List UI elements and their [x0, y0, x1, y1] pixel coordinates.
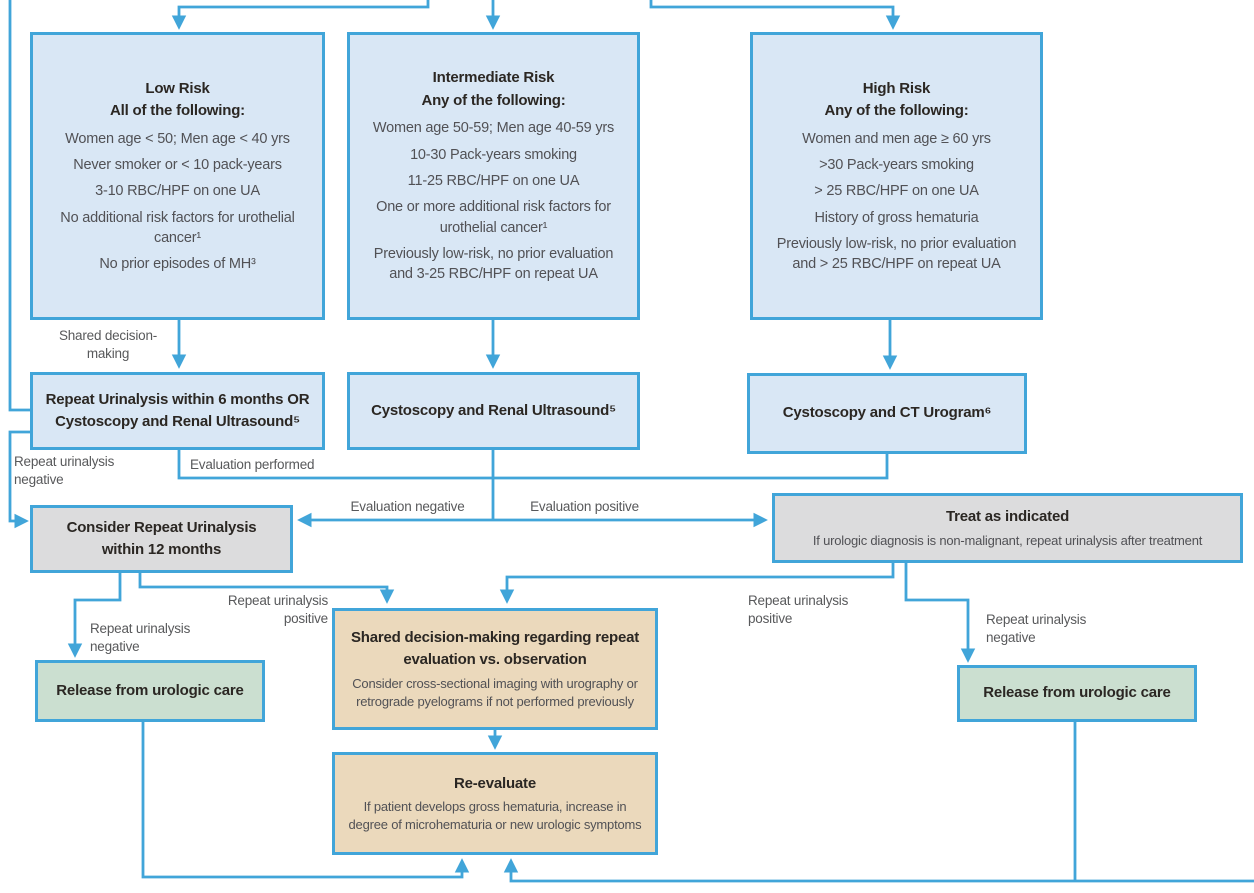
edge-label-evaluation-performed: Evaluation performed	[190, 457, 315, 472]
node-release-urologic-care-left: Release from urologic care	[35, 660, 265, 722]
edge-label-repeat-urinalysis-positive-right: Repeat urinalysis positive	[748, 593, 849, 627]
cystoscopy-renal-ultrasound-title: Cystoscopy and Renal Ultrasound⁵	[371, 401, 616, 419]
low-risk-title: Low Risk	[145, 79, 210, 97]
cystoscopy-ct-urogram-title: Cystoscopy and CT Urogram⁶	[782, 404, 992, 422]
re-evaluate-title: Re-evaluate	[453, 774, 536, 792]
treat-as-indicated-title: Treat as indicated	[945, 508, 1070, 526]
high-risk-subtitle: Any of the following:	[824, 102, 969, 120]
node-cystoscopy-ct-urogram: Cystoscopy and CT Urogram⁶	[747, 373, 1027, 454]
node-high-risk: High Risk Any of the following: Women an…	[750, 32, 1043, 320]
intermediate-risk-item: 10-30 Pack-years smoking	[410, 146, 577, 163]
edge-label-repeat-urinalysis-negative-left: Repeat urinalysis negative	[14, 454, 115, 488]
low-risk-item: Never smoker or < 10 pack-years	[73, 156, 282, 173]
node-release-urologic-care-right: Release from urologic care	[957, 665, 1197, 722]
intermediate-risk-title: Intermediate Risk	[432, 69, 555, 87]
node-cystoscopy-renal-ultrasound: Cystoscopy and Renal Ultrasound⁵	[347, 372, 640, 450]
edge-label-repeat-urinalysis-negative-mid: Repeat urinalysis negative	[90, 621, 191, 655]
edge-label-repeat-urinalysis-positive-mid: Repeat urinalysis positive	[227, 593, 328, 627]
node-low-risk: Low Risk All of the following: Women age…	[30, 32, 325, 320]
low-risk-item: No additional risk factors for urothelia…	[60, 209, 295, 246]
high-risk-item: >30 Pack-years smoking	[819, 156, 974, 173]
intermediate-risk-subtitle: Any of the following:	[421, 91, 566, 109]
node-intermediate-risk: Intermediate Risk Any of the following: …	[347, 32, 640, 320]
low-risk-item: No prior episodes of MH³	[99, 256, 256, 273]
node-treat-as-indicated: Treat as indicated If urologic diagnosis…	[772, 493, 1243, 563]
low-risk-item: 3-10 RBC/HPF on one UA	[95, 183, 260, 200]
node-consider-repeat-urinalysis: Consider Repeat Urinalysis within 12 mon…	[30, 505, 293, 573]
edge-label-evaluation-positive: Evaluation positive	[530, 499, 639, 514]
high-risk-item: > 25 RBC/HPF on one UA	[814, 183, 979, 200]
consider-repeat-urinalysis-title: Consider Repeat Urinalysis within 12 mon…	[66, 518, 257, 559]
edge-label-shared-decision-making: Shared decision-making	[58, 328, 158, 362]
treat-as-indicated-note: If urologic diagnosis is non-malignant, …	[812, 532, 1203, 548]
intermediate-risk-item: Previously low-risk, no prior evaluation…	[373, 245, 614, 283]
re-evaluate-note: If patient develops gross hematuria, inc…	[348, 799, 642, 833]
shared-decision-making-title: Shared decision-making regarding repeat …	[350, 628, 640, 669]
intermediate-risk-item: Women age 50-59; Men age 40-59 yrs	[372, 120, 615, 137]
intermediate-risk-item: One or more additional risk factors for …	[376, 199, 611, 236]
node-re-evaluate: Re-evaluate If patient develops gross he…	[332, 752, 658, 855]
high-risk-title: High Risk	[862, 79, 931, 97]
shared-decision-making-note: Consider cross-sectional imaging with ur…	[352, 675, 638, 709]
release-urologic-care-left-title: Release from urologic care	[56, 681, 244, 699]
node-shared-decision-making: Shared decision-making regarding repeat …	[332, 608, 658, 730]
repeat-urinalysis-6mo-title: Repeat Urinalysis within 6 months OR Cys…	[45, 390, 310, 431]
edge-label-repeat-urinalysis-negative-right: Repeat urinalysis negative	[986, 612, 1087, 646]
low-risk-subtitle: All of the following:	[110, 102, 245, 120]
edge-label-evaluation-negative: Evaluation negative	[350, 499, 465, 514]
low-risk-item: Women age < 50; Men age < 40 yrs	[65, 130, 290, 147]
intermediate-risk-item: 11-25 RBC/HPF on one UA	[407, 173, 580, 190]
node-repeat-urinalysis-6mo: Repeat Urinalysis within 6 months OR Cys…	[30, 372, 325, 450]
high-risk-item: Previously low-risk, no prior evaluation…	[776, 235, 1017, 273]
high-risk-item: History of gross hematuria	[814, 209, 979, 226]
high-risk-item: Women and men age ≥ 60 yrs	[802, 130, 991, 147]
release-urologic-care-right-title: Release from urologic care	[983, 684, 1171, 702]
